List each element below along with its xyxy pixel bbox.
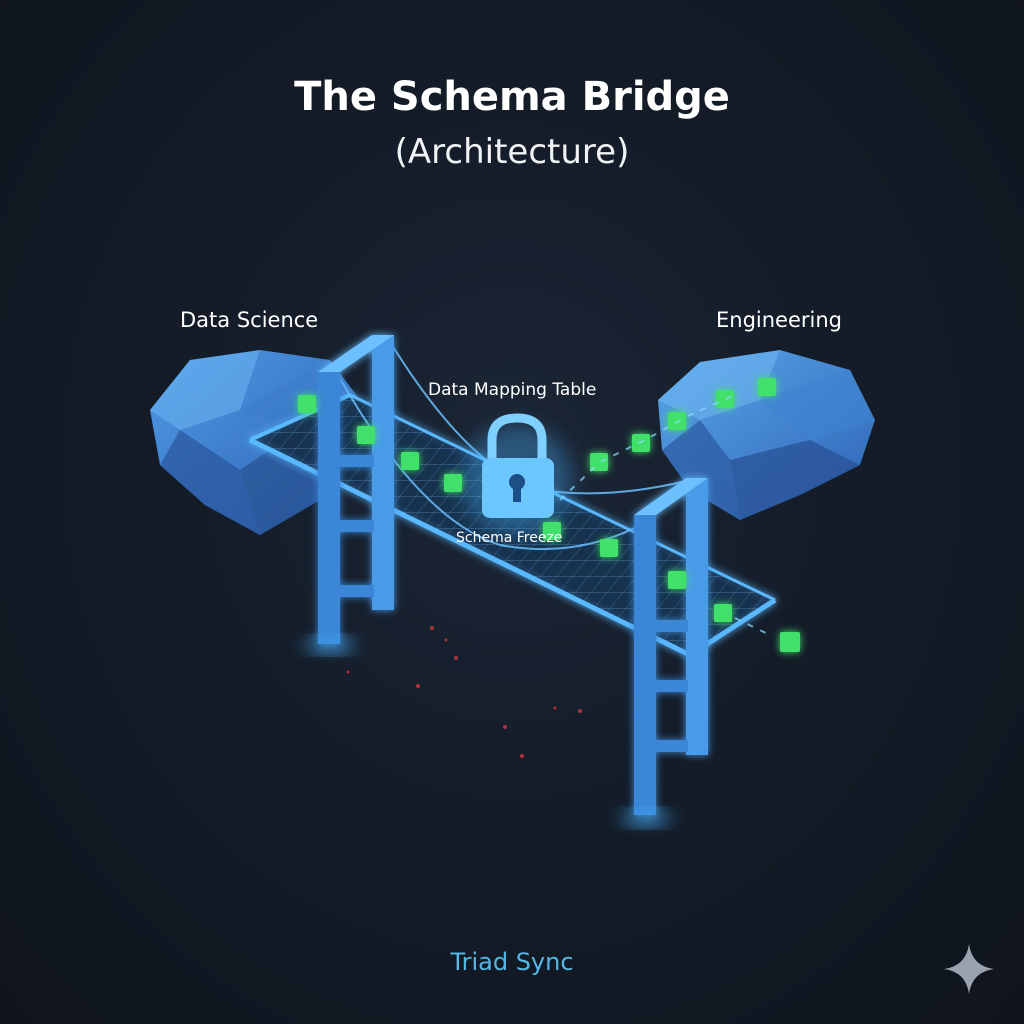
schema-freeze-label: Schema Freeze [456, 530, 563, 546]
engineering-island [658, 350, 875, 520]
data-packet-icon [716, 390, 734, 408]
engineering-label: Engineering [716, 308, 842, 332]
right-tower [624, 478, 708, 824]
sparkle-icon [944, 944, 994, 994]
data-packet-icon [668, 412, 686, 430]
data-flow-trail [559, 394, 773, 637]
data-packet-icon [401, 452, 419, 470]
data-packet-icon [780, 632, 800, 652]
falling-particles [346, 626, 582, 758]
data-packet-icon [714, 604, 732, 622]
page-title: The Schema Bridge [294, 74, 730, 120]
left-tower [308, 335, 394, 651]
brand-footer: Triad Sync [450, 948, 574, 976]
data-packets [298, 378, 800, 652]
data-packet-icon [590, 453, 608, 471]
data-packet-icon [758, 378, 776, 396]
lock-icon [462, 413, 572, 535]
data-packet-icon [668, 571, 686, 589]
data-packet-icon [357, 426, 375, 444]
data-packet-icon [444, 474, 462, 492]
data-science-label: Data Science [180, 308, 319, 332]
data-packet-icon [600, 539, 618, 557]
data-mapping-table-label: Data Mapping Table [428, 380, 597, 400]
data-packet-icon [543, 522, 561, 540]
data-packet-icon [298, 395, 316, 413]
page-subtitle: (Architecture) [394, 132, 630, 172]
